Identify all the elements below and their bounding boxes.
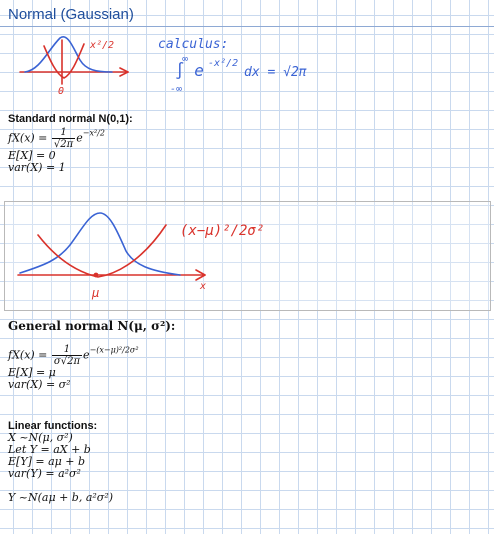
sketch-middle-parabola-red xyxy=(37,224,167,278)
linear-line-1: X ~N(μ, σ²) xyxy=(8,431,73,444)
page-title: Normal (Gaussian) xyxy=(8,6,134,23)
gaussian-sketch-top: x²/2 0 calculus: ∫ e ∞ -∞ -x²/2 dx = √2π xyxy=(19,36,307,97)
title-underline xyxy=(0,26,494,27)
sketch-top-origin: 0 xyxy=(58,86,64,97)
linear-line-4: var(Y) = a²σ² xyxy=(8,467,81,480)
sketch-panel xyxy=(4,201,491,311)
sketch-middle-bell-blue xyxy=(19,212,181,276)
sketch-top-bell-blue xyxy=(24,36,113,73)
sketch-middle-axis xyxy=(17,269,206,281)
general-expectation: E[X] = μ xyxy=(8,366,56,379)
standard-pdf-e: e xyxy=(76,131,83,145)
calculus-integral: ∫ e xyxy=(175,61,204,80)
calculus-result: dx = √2π xyxy=(244,65,307,80)
standard-normal-section: Standard normal N(0,1): fX(x) = 1 √2π e−… xyxy=(8,113,133,174)
standard-expectation: E[X] = 0 xyxy=(8,149,56,162)
standard-pdf-numerator: 1 xyxy=(51,127,76,139)
general-pdf-denominator: σ√2π xyxy=(53,356,81,367)
standard-pdf-lhs: fX(x) = xyxy=(8,131,48,145)
linear-line-5: Y ~N(aμ + b, a²σ²) xyxy=(8,491,114,504)
general-pdf-lhs: fX(x) = xyxy=(8,348,48,362)
general-normal-section: General normal N(μ, σ²): fX(x) = 1 σ√2π … xyxy=(8,320,175,391)
standard-normal-heading: Standard normal N(0,1): xyxy=(8,113,133,125)
sketch-middle-mean-dot xyxy=(93,272,99,278)
general-pdf-e: e xyxy=(83,348,90,362)
gaussian-sketch-middle: μ x (x−μ)²/2σ² xyxy=(17,212,264,300)
linear-functions-section: Linear functions: X ~N(μ, σ²) Let Y = aX… xyxy=(8,420,113,504)
general-normal-pdf: fX(x) = 1 σ√2π e−(x−μ)²/2σ² xyxy=(8,344,175,367)
sketch-top-label: x²/2 xyxy=(89,40,114,51)
general-normal-heading: General normal N(μ, σ²): xyxy=(8,319,176,333)
general-variance: var(X) = σ² xyxy=(8,378,71,391)
sketch-top-bell-red xyxy=(43,43,85,79)
standard-normal-pdf: fX(x) = 1 √2π e−x²/2 xyxy=(8,127,133,150)
general-pdf-exponent: −(x−μ)²/2σ² xyxy=(89,345,139,355)
linear-line-3: E[Y] = aμ + b xyxy=(8,455,86,468)
standard-variance: var(X) = 1 xyxy=(8,161,66,174)
linear-functions-heading: Linear functions: xyxy=(8,420,98,432)
sketch-middle-x: x xyxy=(199,281,206,292)
sketch-middle-expression: (x−μ)²/2σ² xyxy=(180,223,264,239)
general-pdf-numerator: 1 xyxy=(51,344,83,356)
standard-pdf-exponent: −x²/2 xyxy=(82,128,105,138)
calculus-lower-limit: -∞ xyxy=(170,84,182,95)
calculus-upper-limit: ∞ xyxy=(182,54,188,65)
general-pdf-fraction: 1 σ√2π xyxy=(51,344,83,367)
calculus-word: calculus: xyxy=(158,37,228,52)
calculus-exponent: -x²/2 xyxy=(208,58,238,69)
standard-pdf-fraction: 1 √2π xyxy=(51,127,76,150)
standard-pdf-denominator: √2π xyxy=(53,139,74,150)
sketch-middle-mu: μ xyxy=(91,286,99,300)
linear-line-2: Let Y = aX + b xyxy=(8,443,91,456)
